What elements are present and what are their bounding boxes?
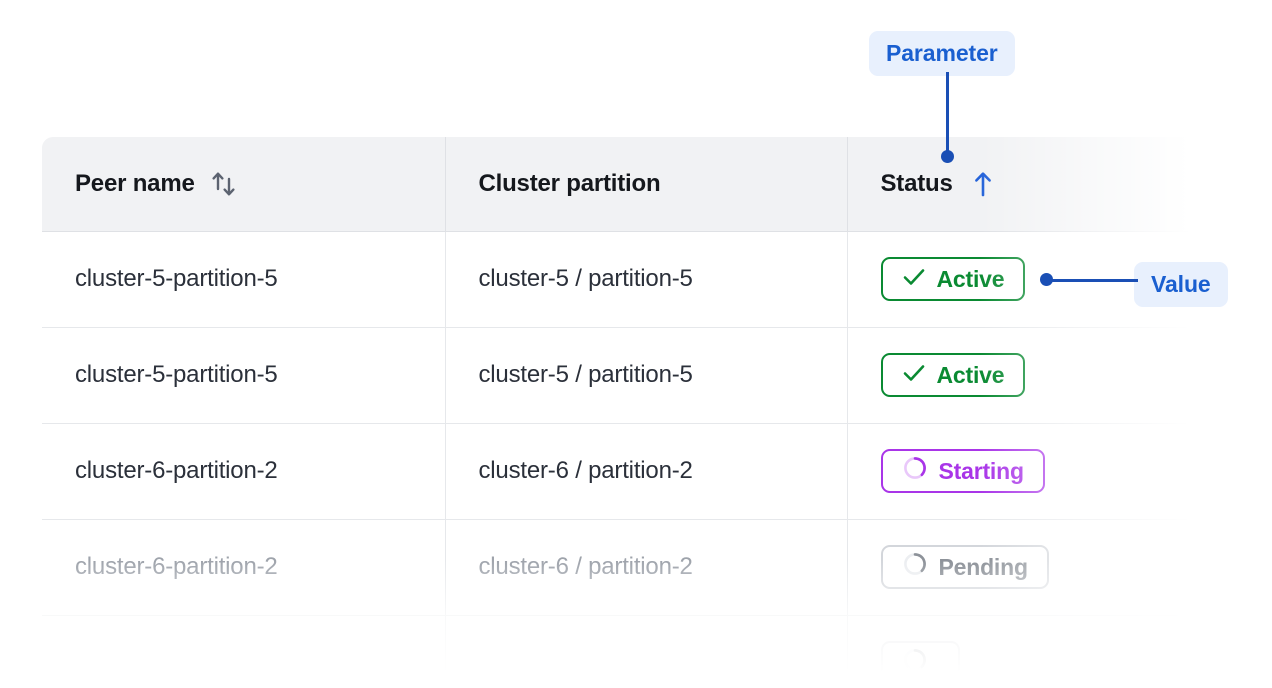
annotation-leader-line-parameter <box>946 72 949 157</box>
table-row[interactable]: cluster-5-partition-5 cluster-5 / partit… <box>42 231 1192 328</box>
table-row[interactable]: cluster-5-partition-5 cluster-5 / partit… <box>42 327 1192 424</box>
cell-status: Pending <box>847 519 1192 616</box>
annotation-badge-parameter: Parameter <box>869 31 1015 76</box>
cell-status <box>847 615 1192 688</box>
cell-peer-name: cluster-5-partition-5 <box>42 327 446 424</box>
table-row[interactable]: cluster-6-partition-2 cluster-6 / partit… <box>42 423 1192 520</box>
spinner-icon <box>902 647 928 679</box>
status-badge-label: Active <box>936 265 1005 292</box>
sort-both-arrows-icon[interactable] <box>211 169 237 199</box>
status-badge-starting: Starting <box>880 449 1045 493</box>
column-header-cluster-partition-label: Cluster partition <box>478 169 661 197</box>
cell-cluster-partition <box>445 615 848 688</box>
table-row[interactable] <box>42 615 1192 688</box>
table-header-row: Peer name <box>42 137 1192 232</box>
status-badge-active: Active <box>880 257 1026 301</box>
column-header-status[interactable]: Status <box>847 137 1192 232</box>
arrow-up-icon[interactable] <box>969 169 997 199</box>
cell-peer-name: cluster-6-partition-2 <box>42 423 446 520</box>
status-badge-label: Active <box>936 361 1005 388</box>
cell-status: Active <box>847 327 1192 424</box>
column-header-peer-name-label: Peer name <box>75 169 195 197</box>
check-icon <box>902 266 926 293</box>
peers-table: Peer name <box>42 137 1192 688</box>
status-badge-active: Active <box>880 353 1026 397</box>
status-badge-label: Starting <box>938 457 1024 484</box>
status-badge-pending <box>880 641 960 685</box>
column-header-status-label: Status <box>880 169 953 197</box>
status-badge-pending: Pending <box>880 545 1049 589</box>
cell-peer-name: cluster-6-partition-2 <box>42 519 446 616</box>
peers-table-container: Peer name <box>42 137 1192 688</box>
cell-peer-name <box>42 615 446 688</box>
cell-cluster-partition: cluster-5 / partition-5 <box>445 231 848 328</box>
cell-cluster-partition: cluster-6 / partition-2 <box>445 423 848 520</box>
check-icon <box>902 362 926 389</box>
annotation-leader-line-value <box>1050 279 1138 282</box>
spinner-icon <box>902 551 928 583</box>
status-badge-label: Pending <box>938 553 1029 580</box>
table-header: Peer name <box>42 137 1192 232</box>
cell-cluster-partition: cluster-5 / partition-5 <box>445 327 848 424</box>
annotation-dot-value <box>1040 273 1053 286</box>
cell-status: Starting <box>847 423 1192 520</box>
annotation-badge-value: Value <box>1134 262 1228 307</box>
table-row[interactable]: cluster-6-partition-2 cluster-6 / partit… <box>42 519 1192 616</box>
column-header-cluster-partition[interactable]: Cluster partition <box>445 137 848 232</box>
annotation-dot-parameter <box>941 150 954 163</box>
spinner-icon <box>902 455 928 487</box>
table-body: cluster-5-partition-5 cluster-5 / partit… <box>42 231 1192 688</box>
cell-cluster-partition: cluster-6 / partition-2 <box>445 519 848 616</box>
column-header-peer-name[interactable]: Peer name <box>42 137 446 232</box>
cell-peer-name: cluster-5-partition-5 <box>42 231 446 328</box>
